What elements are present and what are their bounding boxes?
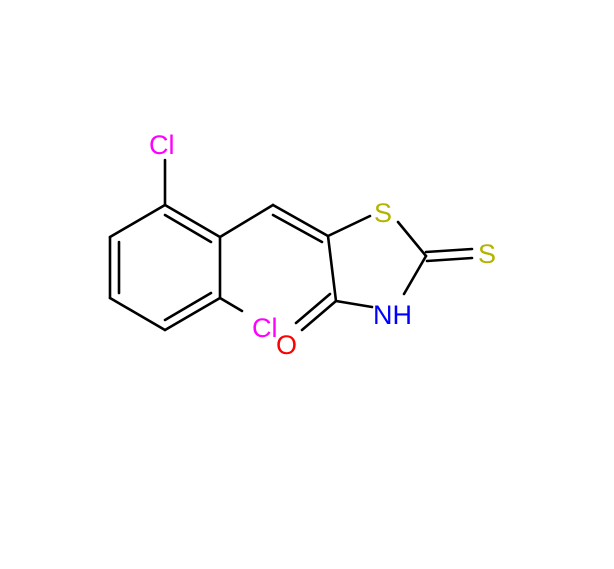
bond-c4ring-o-double-a	[300, 299, 338, 332]
bond-n-c4ring	[334, 299, 374, 309]
chlorine-bottom-label: Cl	[252, 313, 278, 343]
bond-ch-c5ring	[271, 203, 330, 238]
bond-c6-c1-inner	[163, 213, 213, 244]
bond-s-c2ring	[396, 220, 428, 258]
sulfur-ring-label: S	[374, 198, 392, 228]
bond-c4-c5	[163, 296, 222, 332]
bond-c6-c1	[163, 203, 222, 239]
bond-c5ring-s	[326, 214, 372, 238]
bond-c4ring-o-double-b	[294, 292, 332, 325]
sulfur-thione-label: S	[478, 239, 496, 269]
nh-label: NH	[373, 300, 412, 330]
bond-c5-cl	[218, 296, 244, 313]
bond-c6-ch	[218, 203, 275, 239]
bond-c2ring-s-double-a	[424, 247, 474, 254]
bonds	[108, 158, 474, 332]
atom-labels: Cl Cl O S S NH	[149, 130, 496, 360]
bond-c1-c2	[108, 203, 167, 239]
bond-c2ring-n	[402, 254, 428, 296]
bond-ch-c5ring-inner	[271, 213, 324, 244]
oxygen-label: O	[276, 330, 297, 360]
bond-c3-c4	[108, 296, 167, 332]
bond-c4ring-c5ring	[326, 234, 338, 303]
chlorine-top-label: Cl	[149, 130, 175, 160]
bond-c2ring-s-double-b	[425, 256, 474, 263]
bond-c4-c5-inner	[163, 291, 213, 322]
